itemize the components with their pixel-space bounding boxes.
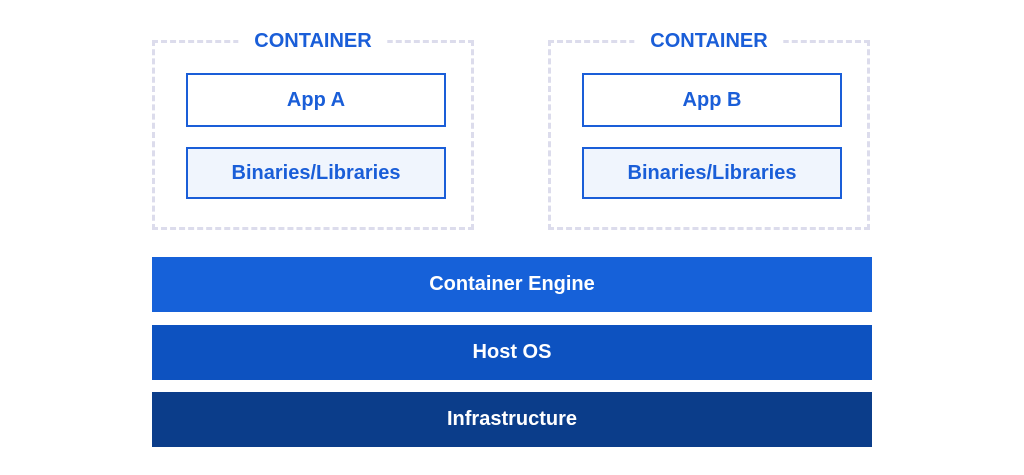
app-a-box: App A xyxy=(186,73,446,127)
container-b-label: CONTAINER xyxy=(634,27,784,55)
infrastructure-layer: Infrastructure xyxy=(152,392,872,447)
host-os-layer: Host OS xyxy=(152,325,872,380)
container-b: CONTAINER App B Binaries/Libraries xyxy=(548,27,870,230)
container-a-libraries-box: Binaries/Libraries xyxy=(186,147,446,199)
container-engine-layer: Container Engine xyxy=(152,257,872,312)
container-b-libraries-box: Binaries/Libraries xyxy=(582,147,842,199)
container-a-label: CONTAINER xyxy=(238,27,388,55)
container-a: CONTAINER App A Binaries/Libraries xyxy=(152,27,474,230)
app-b-box: App B xyxy=(582,73,842,127)
